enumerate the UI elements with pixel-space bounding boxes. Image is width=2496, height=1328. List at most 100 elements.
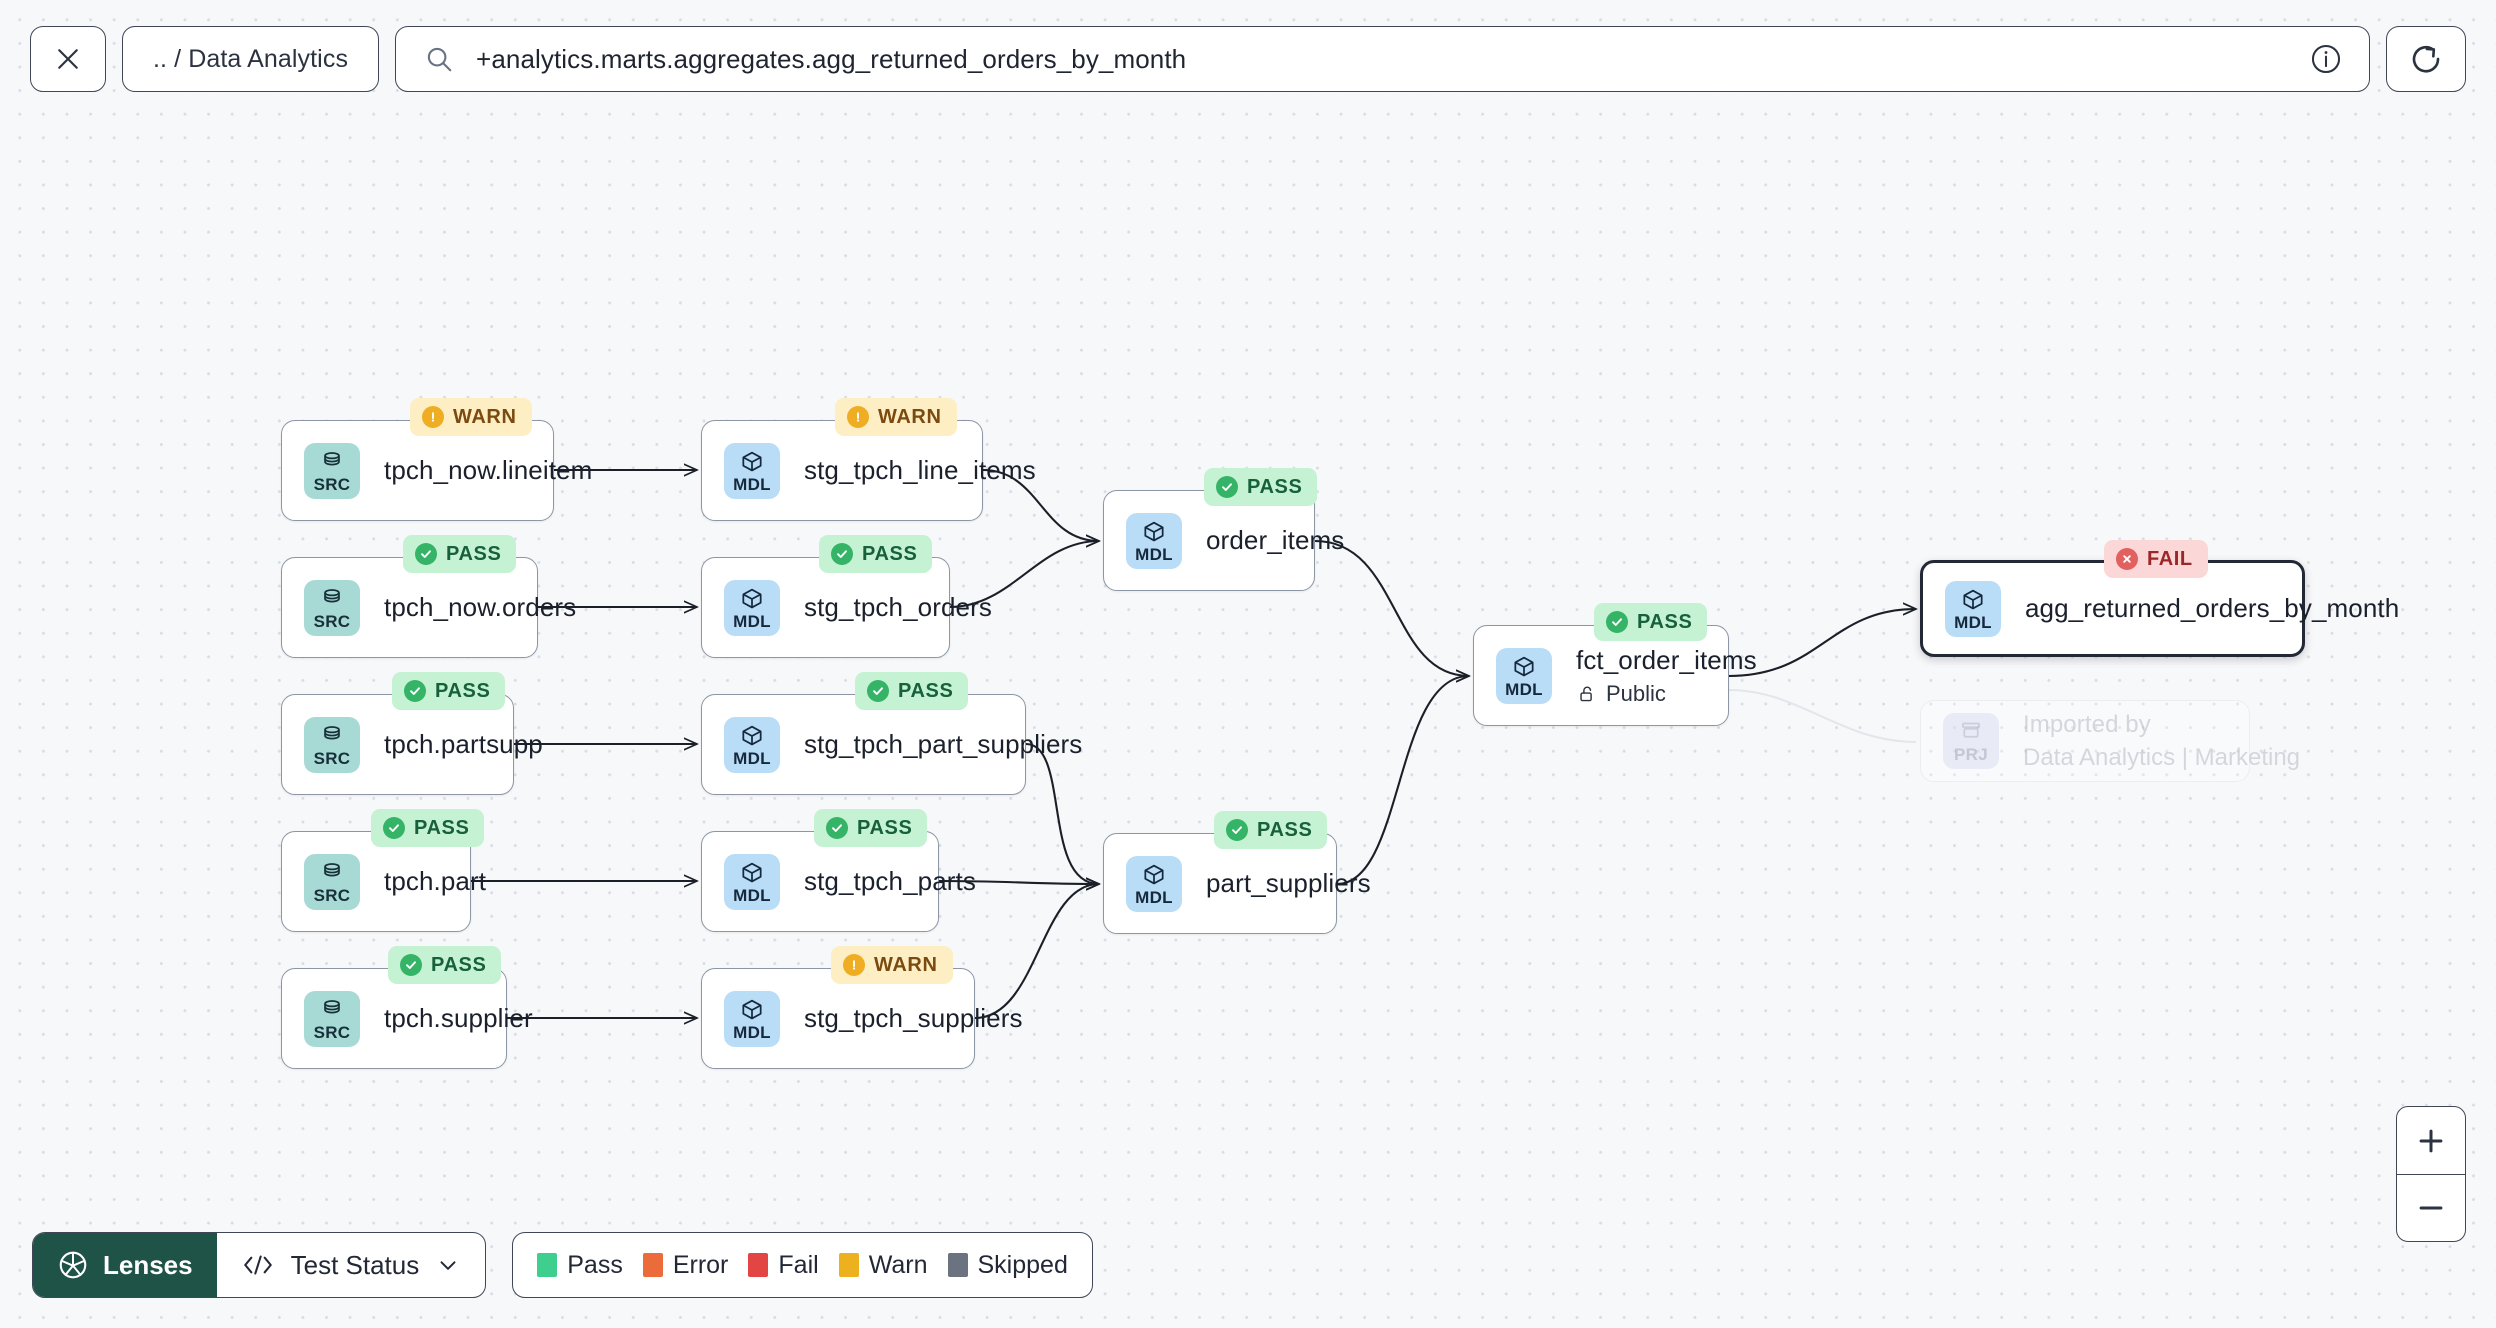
graph-node-stg_tpch_parts[interactable]: MDL stg_tpch_parts PASS xyxy=(701,809,976,932)
status-label: PASS xyxy=(898,679,954,702)
database-icon xyxy=(324,999,340,1013)
legend-label: Warn xyxy=(868,1250,928,1279)
zoom-out-button[interactable] xyxy=(2397,1174,2465,1241)
status-dot-icon xyxy=(1216,476,1238,498)
graph-node-stg_tpch_orders[interactable]: MDL stg_tpch_orders PASS xyxy=(701,535,992,658)
node-type-badge-mdl: MDL xyxy=(724,442,780,499)
node-type-label: MDL xyxy=(1135,544,1173,564)
status-label: PASS xyxy=(414,816,470,839)
refresh-icon xyxy=(2412,45,2440,73)
node-type-label: MDL xyxy=(733,748,771,768)
node-title: agg_returned_orders_by_month xyxy=(2025,593,2400,623)
status-dot-icon xyxy=(1606,611,1628,633)
status-label: WARN xyxy=(874,953,938,976)
database-icon xyxy=(324,725,340,739)
legend-item-skipped[interactable]: Skipped xyxy=(947,1251,1068,1280)
node-type-badge-src: SRC xyxy=(304,442,360,499)
lenses-button[interactable]: Lenses xyxy=(33,1233,217,1297)
node-text: stg_tpch_parts xyxy=(804,866,976,897)
close-icon xyxy=(58,49,78,69)
node-status-badge-pass: PASS xyxy=(855,672,969,710)
aperture-icon xyxy=(59,1251,87,1279)
node-type-label: SRC xyxy=(313,885,351,905)
node-type-label: MDL xyxy=(1135,887,1173,907)
node-status-badge-pass: PASS xyxy=(403,535,517,573)
node-status-badge-pass: PASS xyxy=(1204,468,1318,506)
bottom-toolbar: Lenses Test Status Pass Error Fail Warn Skip… xyxy=(32,1232,1093,1298)
legend-swatch-icon xyxy=(642,1253,663,1277)
status-legend: Pass Error Fail Warn Skipped xyxy=(512,1232,1093,1298)
node-status-badge-pass: PASS xyxy=(392,672,506,710)
node-type-badge-mdl: MDL xyxy=(1496,647,1552,704)
graph-node-imported_by_project[interactable]: PRJ Imported by Data Analytics | Marketing xyxy=(1920,700,2300,782)
node-type-label: MDL xyxy=(1954,612,1992,632)
status-label: PASS xyxy=(857,816,913,839)
status-dot-icon xyxy=(843,954,865,976)
node-type-badge-mdl: MDL xyxy=(1126,855,1182,912)
test-status-label: Test Status xyxy=(290,1249,420,1280)
node-type-badge-src: SRC xyxy=(304,716,360,773)
search-input[interactable]: +analytics.marts.aggregates.agg_returned… xyxy=(476,43,1187,74)
node-text: tpch_now.orders xyxy=(384,592,576,623)
breadcrumb[interactable]: .. / Data Analytics xyxy=(122,26,380,92)
status-label: PASS xyxy=(1637,610,1693,633)
info-icon[interactable] xyxy=(2309,42,2343,76)
graph-node-order_items[interactable]: MDL order_items PASS xyxy=(1103,468,1344,591)
node-title: Imported by xyxy=(2023,710,2151,738)
node-status-badge-fail: FAIL xyxy=(2104,540,2208,578)
node-title: tpch.part xyxy=(384,866,487,896)
search-bar[interactable]: +analytics.marts.aggregates.agg_returned… xyxy=(395,26,2370,92)
status-dot-icon xyxy=(400,954,422,976)
node-title: stg_tpch_line_items xyxy=(804,455,1036,485)
legend-item-warn[interactable]: Warn xyxy=(838,1250,928,1280)
archive-icon xyxy=(1962,722,1980,738)
close-button[interactable] xyxy=(30,26,106,92)
node-text: tpch.part xyxy=(384,866,486,897)
status-label: PASS xyxy=(446,542,502,565)
legend-item-pass[interactable]: Pass xyxy=(537,1251,623,1280)
graph-node-tpch_part[interactable]: SRC tpch.part PASS xyxy=(281,809,486,932)
legend-item-error[interactable]: Error xyxy=(642,1251,728,1280)
legend-item-fail[interactable]: Fail xyxy=(748,1250,819,1280)
legend-label: Fail xyxy=(778,1250,819,1279)
node-type-label: PRJ xyxy=(1954,745,1988,764)
zoom-in-button[interactable] xyxy=(2397,1107,2465,1174)
node-type-label: MDL xyxy=(733,611,771,631)
node-title: part_suppliers xyxy=(1206,868,1371,898)
node-title: order_items xyxy=(1206,525,1345,555)
test-status-dropdown[interactable]: Test Status xyxy=(217,1233,486,1297)
node-title: stg_tpch_orders xyxy=(804,592,992,622)
cube-icon xyxy=(1144,864,1164,884)
node-text: tpch.partsupp xyxy=(384,729,543,760)
node-status-badge-pass: PASS xyxy=(1594,603,1708,641)
graph-node-agg_returned_orders_by_month[interactable]: MDL agg_returned_orders_by_month FAIL xyxy=(1920,540,2399,657)
refresh-button[interactable] xyxy=(2386,26,2466,92)
node-type-badge-mdl: MDL xyxy=(724,853,780,910)
node-status-badge-pass: PASS xyxy=(819,535,933,573)
node-status-badge-warn: WARN xyxy=(831,946,953,984)
graph-node-tpch_partsupp[interactable]: SRC tpch.partsupp PASS xyxy=(281,672,543,795)
node-text: tpch_now.lineitem xyxy=(384,455,592,486)
node-subtitle: Data Analytics | Marketing xyxy=(2023,743,2301,771)
legend-label: Pass xyxy=(567,1250,623,1279)
status-dot-icon xyxy=(847,406,869,428)
lenses-label: Lenses xyxy=(103,1249,193,1280)
node-text: part_suppliers xyxy=(1206,868,1371,899)
node-type-label: SRC xyxy=(313,748,351,768)
chevron-down-icon xyxy=(440,1261,456,1270)
node-type-badge-mdl: MDL xyxy=(724,579,780,636)
node-type-label: SRC xyxy=(313,1022,351,1042)
node-text: tpch.supplier xyxy=(384,1003,533,1034)
status-dot-icon xyxy=(404,680,426,702)
